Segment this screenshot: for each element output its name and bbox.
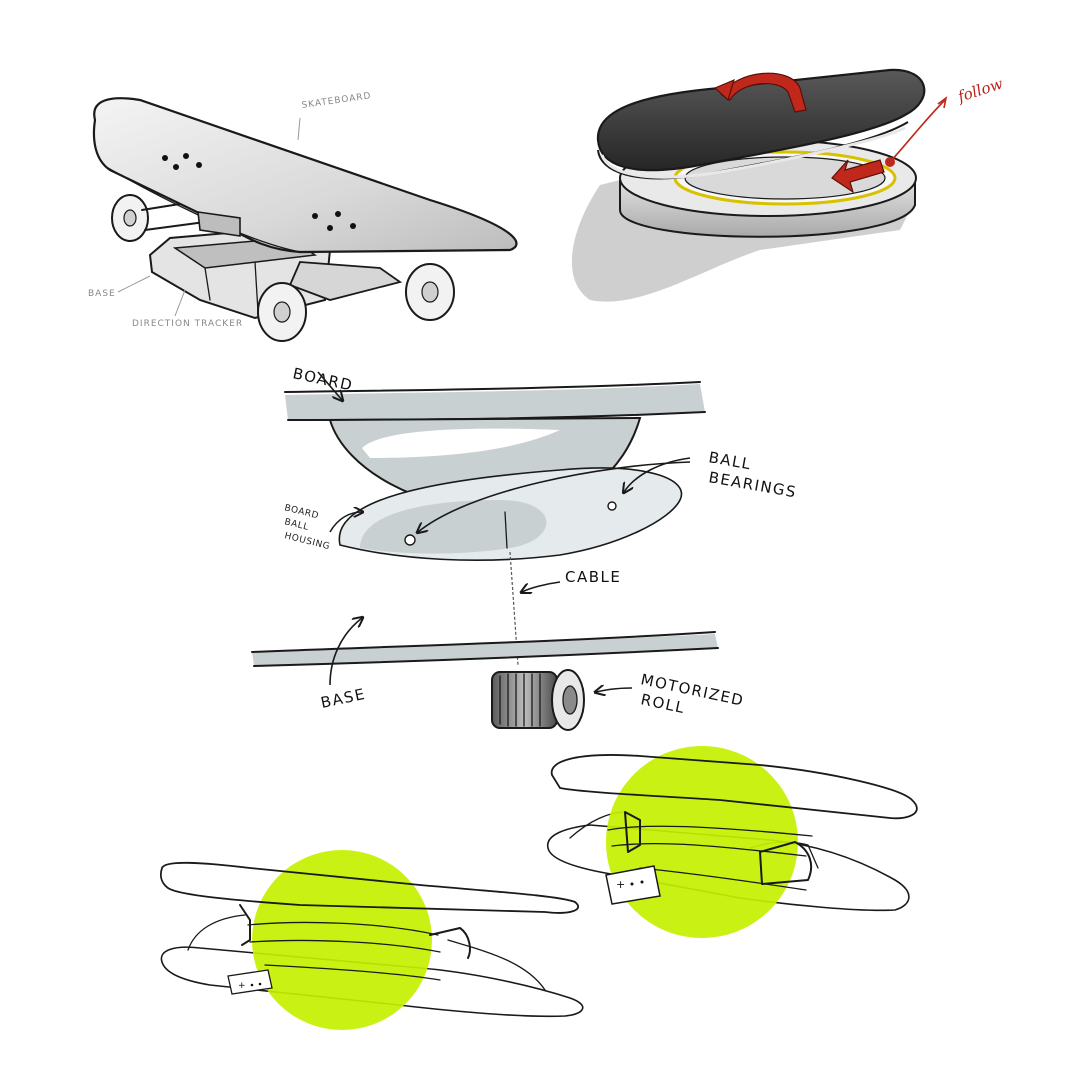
label-board: BOARD (291, 364, 355, 394)
cable (509, 551, 519, 666)
front-wheel-right (405, 263, 455, 321)
arrow-icon (624, 457, 691, 492)
label-follow: follow (955, 74, 1005, 106)
arrow-icon (174, 289, 186, 317)
ball-bearing (404, 534, 416, 546)
cross-section-diagram: BOARD BALL BEARINGS BOARD BALL HOUSING C… (251, 364, 798, 731)
label-ball-line2: BEARINGS (707, 468, 798, 501)
highlight-circle (252, 850, 432, 1030)
rear-wheel-left (111, 194, 149, 242)
motorized-roll (491, 669, 585, 731)
board-base-sketch-right: + (547, 746, 918, 938)
arrow-icon (418, 461, 691, 532)
label-direction-tracker: DIRECTION TRACKER (132, 319, 243, 329)
rotate-arrow-icon (713, 78, 735, 102)
skateboard-sketch: SKATEBOARD BASE DIRECTION TRACKER (88, 91, 518, 342)
arrow-icon (117, 275, 151, 293)
plus-icon: + (238, 981, 246, 991)
arrow-icon (297, 117, 301, 141)
arrow-icon (522, 581, 561, 592)
label-housing-line3: HOUSING (283, 531, 331, 552)
label-housing-line2: BALL (283, 517, 309, 533)
ball-bearing (607, 501, 617, 511)
floating-deck (596, 68, 926, 180)
arrow-icon (329, 512, 362, 533)
arrow-icon (329, 618, 362, 686)
label-base-small: BASE (88, 289, 116, 299)
board-band (285, 384, 705, 420)
rotating-board-sketch: follow (571, 68, 1005, 302)
deck-left (160, 861, 579, 914)
label-skateboard: SKATEBOARD (301, 91, 372, 111)
arrow-icon (596, 688, 633, 692)
board-base-sketch-left: + (160, 850, 584, 1030)
control-plate-left (227, 969, 273, 995)
plus-icon: + (616, 878, 625, 891)
highlight-circle (606, 746, 798, 938)
deck-bolt-holes (162, 153, 356, 231)
label-base: BASE (319, 685, 367, 712)
skateboard-deck (92, 97, 518, 254)
base-band (252, 634, 718, 666)
rotate-arrow-icon (721, 72, 807, 113)
arrow-icon (889, 99, 946, 163)
deck-right (550, 754, 918, 820)
label-cable: CABLE (565, 568, 621, 586)
arrow-icon (317, 371, 342, 400)
rotate-arrow-icon (831, 159, 885, 194)
front-wheel-left (257, 282, 307, 342)
